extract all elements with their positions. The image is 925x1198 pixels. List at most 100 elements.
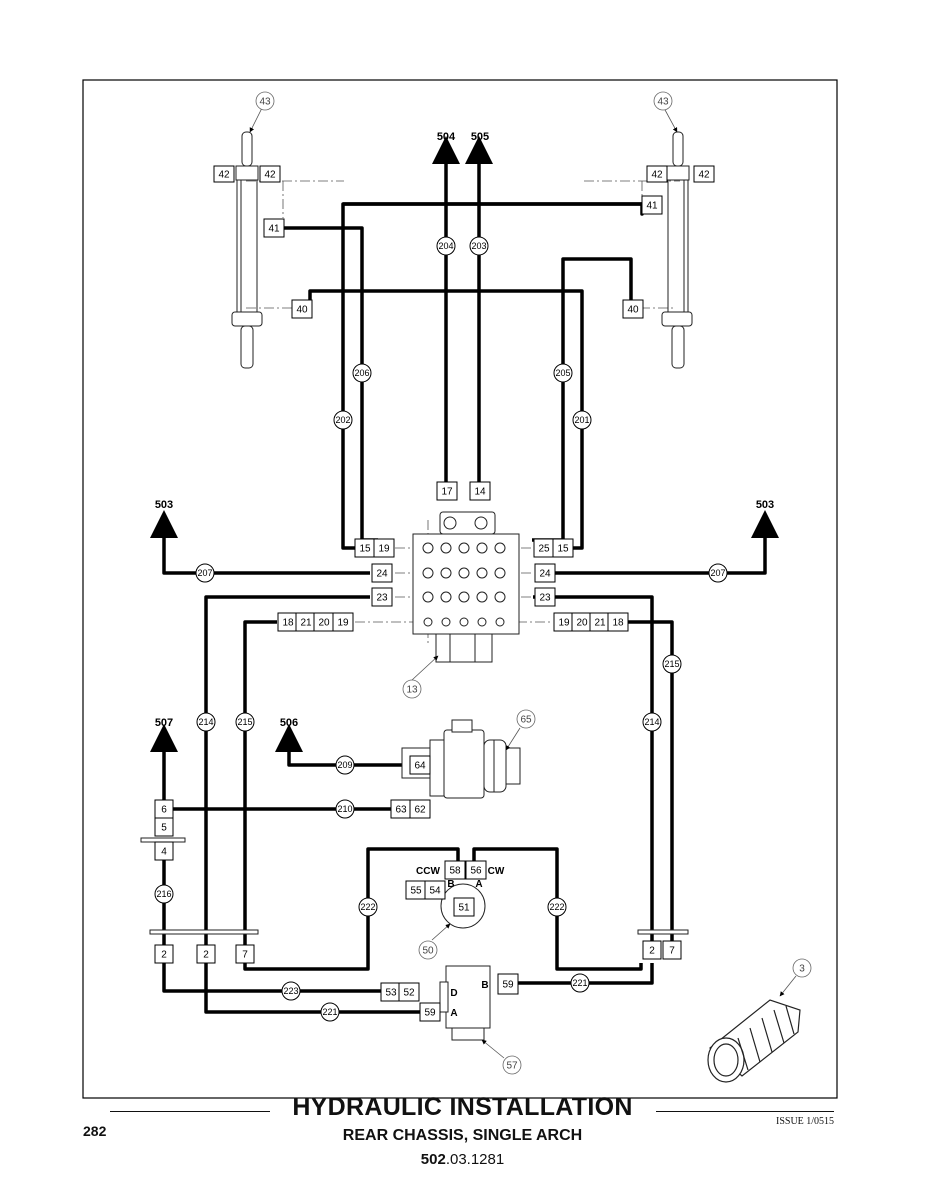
ref-box-label: 24 [376,569,388,580]
hose-label-h202: 202 [333,410,353,430]
document-number-prefix: 502 [420,1151,446,1168]
ref-box-label: 17 [441,487,453,498]
title-rule-right [656,1111,834,1112]
ref-box-b7_l: 7 [235,944,255,964]
ref-box-label: 55 [410,886,422,897]
ref-box-b2_b: 2 [196,944,216,964]
ref-box-label: 59 [502,980,514,991]
hose-label-h214_right: 214 [642,712,662,732]
callout-text: 57 [506,1061,518,1072]
ref-box-label: 23 [539,593,551,604]
port-valve-b: B [481,980,488,991]
callout-c50: 50 [418,940,438,960]
callout-text: 3 [799,964,805,975]
ref-box-frame [436,481,458,501]
control-valve-block [412,511,520,663]
ref-box-b54: 54 [424,880,446,900]
port-valve-d: D [450,988,457,999]
hose-label-h209: 209 [335,755,355,775]
ref-box-b42_rr: 42 [693,165,715,183]
ref-box-b6: 6 [154,799,174,819]
callout-text: 43 [259,97,271,108]
left-steering-cylinder [231,131,263,369]
callout-c43_right: 43 [653,91,673,111]
ref-box-label: 23 [376,593,388,604]
right-steering-cylinder [661,131,693,369]
ref-box-frame [259,165,281,183]
ref-box-frame [154,841,174,861]
hose-label-text: 207 [197,568,212,578]
ref-box-frame [469,481,491,501]
hose-label-text: 221 [572,978,587,988]
callout-c3: 3 [792,958,812,978]
port-valve-a: A [450,1008,457,1019]
dest-507: 507 [155,717,173,729]
hose-label-circle [235,712,255,732]
ref-box-label: 7 [669,946,675,957]
hose-label-circle [320,1002,340,1022]
hose-coil-illustration [707,999,801,1083]
hose-label-text: 206 [354,368,369,378]
ref-box-b2_r: 2 [642,940,662,960]
hose-label-h204: 204 [436,236,456,256]
hose-label-h221_right: 221 [570,973,590,993]
ref-box-label: 18 [282,618,294,629]
hose-label-circle [335,755,355,775]
ref-box-label: 54 [429,886,441,897]
dest-506: 506 [280,717,298,729]
callout-text: 13 [406,685,418,696]
ref-box-label: 42 [218,170,230,181]
hose-label-circle [572,410,592,430]
callout-circle [653,91,673,111]
ref-box-label: 21 [594,618,606,629]
ref-box-b15_r: 15 [552,538,574,558]
hose-label-circle [662,654,682,674]
ref-box-frame [607,612,629,632]
ref-box-b19_r2: 19 [553,612,575,632]
dest-503-left: 503 [155,499,173,511]
hose-label-h221_left: 221 [320,1002,340,1022]
page-title: HYDRAULIC INSTALLATION [292,1093,633,1121]
hose-label-text: 204 [438,241,453,251]
ref-box-label: 41 [646,201,658,212]
ref-box-frame [398,982,420,1002]
hose-label-h223: 223 [281,981,301,1001]
hose-label-h203: 203 [469,236,489,256]
ref-box-label: 2 [649,946,655,957]
ref-box-frame [263,218,285,238]
ref-box-b2_a: 2 [154,944,174,964]
ref-box-label: 41 [268,224,280,235]
ref-box-b59_l: 59 [419,1002,441,1022]
ref-box-b18_l: 18 [277,612,299,632]
ref-box-b19_l: 19 [373,538,395,558]
callout-text: 65 [520,715,532,726]
port-labels: CCW CW B A D A B [416,866,505,1019]
ref-box-label: 42 [698,170,710,181]
ref-box-label: 42 [651,170,663,181]
port-motor-b: B [447,879,454,890]
ref-box-b40_r: 40 [622,299,644,319]
ref-box-b21_r: 21 [589,612,611,632]
hose-label-circle [469,236,489,256]
drawing-frame [82,79,838,1099]
callout-circle [502,1055,522,1075]
callout-c57: 57 [502,1055,522,1075]
hose-label-text: 210 [337,804,352,814]
ref-box-b21_l: 21 [295,612,317,632]
ref-box-b56: 56 [465,860,487,880]
hose-label-text: 216 [156,889,171,899]
document-number: 502.03.1281 [0,1151,925,1168]
ref-box-label: 24 [539,569,551,580]
dest-505: 505 [471,131,489,143]
hose-label-circle [553,363,573,383]
hose-label-h210: 210 [335,799,355,819]
ref-box-frame [373,538,395,558]
ref-box-b7_r: 7 [662,940,682,960]
ref-box-label: 20 [318,618,330,629]
ref-box-b41_l: 41 [263,218,285,238]
hose-label-circle [335,799,355,819]
ref-box-frame [371,563,393,583]
ref-box-frame [409,755,431,775]
ref-box-label: 63 [395,805,407,816]
